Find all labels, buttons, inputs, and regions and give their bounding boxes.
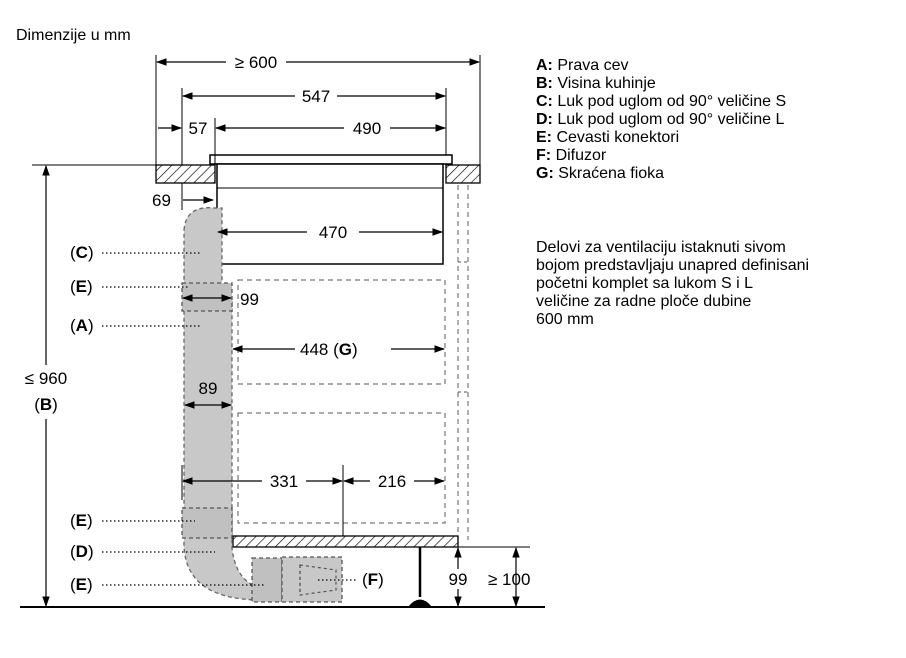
part-label-e1: (E): [70, 277, 93, 296]
part-label-e2: (E): [70, 511, 93, 530]
dim-label-600: ≥ 600: [235, 53, 277, 72]
note-line-2: bojom predstavljaju unapred definisani: [536, 257, 809, 274]
dim-label-99-conn: 99: [240, 290, 259, 309]
dim-label-57: 57: [189, 119, 208, 138]
dim-label-448-key: G: [339, 340, 352, 359]
connector-e2: [181, 507, 233, 539]
dim-label-69: 69: [152, 191, 171, 210]
part-label-c: (C): [70, 243, 94, 262]
note-line-4: veličine za radne ploče dubine: [536, 293, 751, 310]
note-line-5: 600 mm: [536, 311, 594, 328]
note-block: Delovi za ventilaciju istaknuti sivom bo…: [536, 239, 809, 328]
legend: A: Prava cev B: Visina kuhinje C: Luk po…: [536, 57, 786, 182]
cabinet-bottom: [232, 535, 459, 548]
dim-label-470: 470: [319, 223, 347, 242]
legend-item-f: F: Difuzor: [536, 147, 607, 164]
drawer-lower: [237, 412, 446, 524]
part-label-e3: (E): [70, 575, 93, 594]
dim-label-547: 547: [302, 87, 330, 106]
dim-label-216: 216: [378, 472, 406, 491]
legend-item-a: A: Prava cev: [536, 57, 628, 74]
part-label-a: (A): [70, 316, 94, 335]
legend-item-g: G: Skraćena fioka: [536, 165, 664, 182]
connector-e1: [181, 282, 233, 312]
dim-label-448: 448 (G): [300, 340, 358, 359]
dim-label-89: 89: [199, 379, 218, 398]
worktop-left: [155, 164, 216, 184]
dim-label-490: 490: [353, 119, 381, 138]
foot-base: [408, 599, 432, 607]
dim-label-960: ≤ 960: [25, 369, 67, 388]
drawer-upper: [237, 279, 446, 385]
hob-glass: [209, 154, 453, 165]
legend-item-c: C: Luk pod uglom od 90° veličine S: [536, 93, 786, 110]
legend-item-d: D: Luk pod uglom od 90° veličine L: [536, 111, 784, 128]
dim-label-331: 331: [270, 472, 298, 491]
hob-body: [216, 163, 444, 265]
note-line-1: Delovi za ventilaciju istaknuti sivom: [536, 239, 786, 256]
diagram-title: Dimenzije u mm: [16, 27, 131, 44]
dim-label-960-key: (B): [34, 395, 58, 414]
legend-item-e: E: Cevasti konektori: [536, 129, 679, 146]
dim-label-448-value: 448: [300, 340, 328, 359]
worktop-right: [445, 164, 481, 184]
legend-item-b: B: Visina kuhinje: [536, 75, 656, 92]
part-label-f: (F): [362, 570, 384, 589]
dim-label-99-plinth: 99: [449, 570, 468, 589]
dim-label-100: ≥ 100: [488, 570, 530, 589]
diffuser-f: [281, 556, 343, 603]
part-label-d: (D): [70, 542, 94, 561]
connector-e3: [251, 557, 283, 603]
note-line-3: početni komplet sa lukom S i L: [536, 275, 753, 292]
